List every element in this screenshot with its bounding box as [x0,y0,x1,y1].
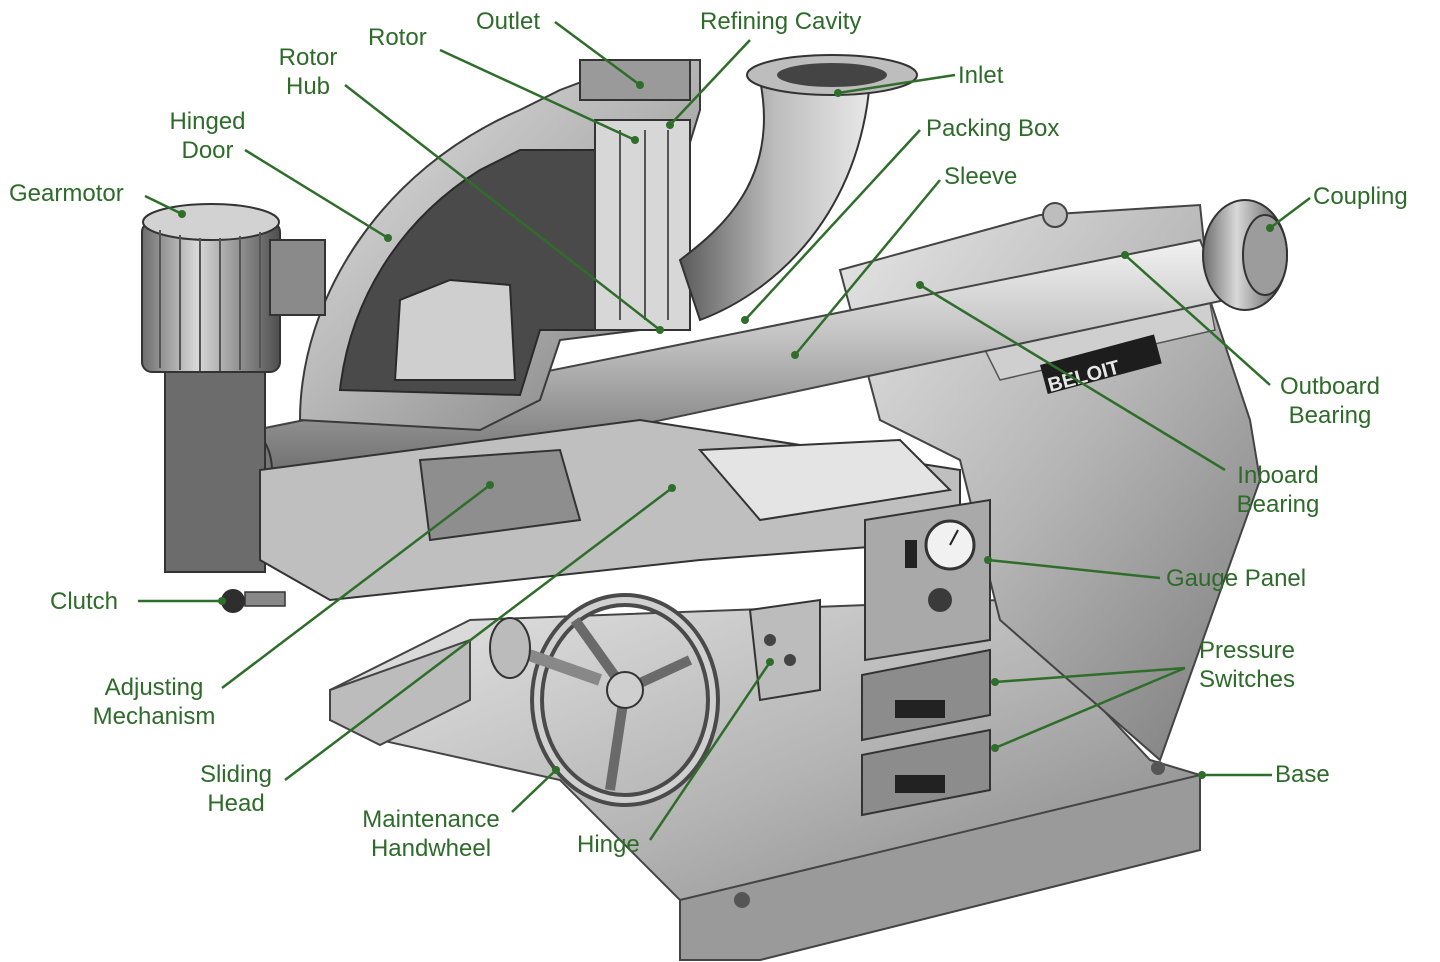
coupling-part [1202,199,1288,311]
leader-hinged-door [244,148,389,240]
sliding-head-part [259,418,961,602]
label-adjusting-mechanism: Adjusting Mechanism [92,674,216,730]
label-sliding-head: Sliding Head [199,761,273,817]
label-coupling: Coupling [1313,183,1408,210]
label-inboard-bearing: Inboard Bearing [1236,462,1320,518]
label-hinged-door: Hinged Door [169,108,246,164]
inlet-pipe [678,54,918,322]
leader-sliding-head [284,487,673,781]
label-packing-box: Packing Box [926,115,1060,142]
gauge-panel-part [748,498,991,817]
label-rotor: Rotor [368,24,427,51]
clutch-part [221,589,286,613]
refiner-casing [298,59,701,432]
leader-pressure-switch-2 [994,666,1186,750]
leader-outboard-bearing [1124,254,1271,386]
leader-refining-cavity [669,39,751,126]
label-base: Base [1275,761,1330,788]
leader-inboard-bearing [919,283,1226,472]
leader-packing-box [744,129,921,321]
leader-rotor-hub [344,84,661,331]
leader-arrowheads [178,81,1274,779]
leader-inlet [837,73,956,95]
label-pressure-switches: Pressure Switches [1198,637,1296,693]
leader-outlet [554,20,641,87]
label-refining-cavity: Refining Cavity [700,8,862,35]
leader-gauge-panel [987,558,1161,580]
leader-lines [138,20,1311,841]
label-rotor-hub: Rotor Hub [278,44,338,100]
label-inlet: Inlet [958,62,1004,89]
label-gauge-panel: Gauge Panel [1166,565,1307,592]
label-hinge: Hinge [577,831,640,858]
label-maintenance-handwheel: Maintenance Handwheel [362,806,500,862]
label-clutch: Clutch [50,588,119,615]
label-sleeve: Sleeve [944,163,1018,190]
label-gearmotor: Gearmotor [9,180,124,207]
leader-adjusting-mechanism [221,484,491,689]
leader-pressure-switch-1 [994,666,1186,684]
handwheel-part [489,593,720,807]
leader-rotor [439,48,636,142]
leader-sleeve [794,179,941,356]
label-outlet: Outlet [476,8,541,35]
leader-gearmotor [144,194,183,216]
leader-maintenance-handwheel [511,769,557,813]
label-outboard-bearing: Outboard Bearing [1279,373,1381,429]
leader-coupling [1269,197,1311,229]
leader-hinge [648,661,772,841]
